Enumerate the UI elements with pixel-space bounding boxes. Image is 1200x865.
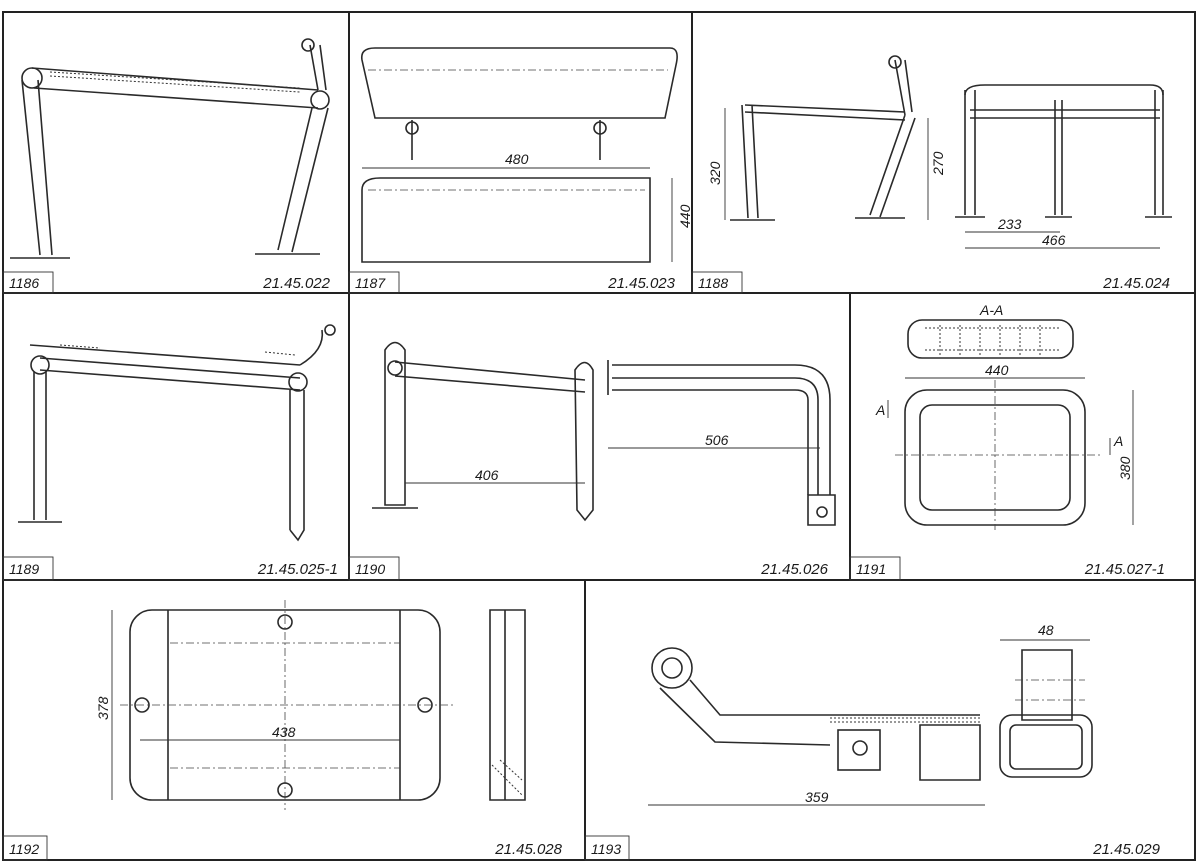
drawing-1189-frame-assembly [18, 324, 336, 542]
section-label-a-a: A-A [979, 302, 1003, 318]
panel-code-1188: 21.45.024 [1102, 275, 1170, 292]
panel-code-1193: 21.45.029 [1092, 841, 1160, 858]
dimension-438: 438 [272, 724, 296, 740]
panel-code-1192: 21.45.028 [494, 841, 562, 858]
drawing-1193-hinge-bracket [648, 639, 1093, 806]
drawing-1192-plate [111, 600, 526, 810]
panel-code-1191: 21.45.027-1 [1084, 561, 1165, 578]
drawing-1186-frame-assembly [10, 38, 330, 259]
panel-number-1192: 1192 [9, 841, 39, 857]
panel-number-1191: 1191 [856, 561, 886, 577]
panel-code-1189: 21.45.025-1 [257, 561, 338, 578]
panel-code-1190: 21.45.026 [760, 561, 828, 578]
panel-code-1187: 21.45.023 [607, 275, 675, 292]
dimension-466: 466 [1042, 232, 1066, 248]
panel-number-1193: 1193 [591, 841, 621, 857]
dimension-406: 406 [475, 467, 499, 483]
drawing-1188-frame-views [724, 55, 1172, 249]
dimension-233: 233 [997, 216, 1022, 232]
drawing-1187-seat-cushion [360, 47, 678, 263]
panel-code-1186: 21.45.022 [262, 275, 330, 292]
dimension-359: 359 [805, 789, 829, 805]
panel-number-1186: 1186 [9, 275, 39, 291]
panel-frames [2, 11, 1196, 861]
panel-number-1187: 1187 [355, 275, 386, 291]
dimension-506: 506 [705, 432, 729, 448]
dimension-270: 270 [930, 151, 946, 176]
panel-number-1190: 1190 [355, 561, 385, 577]
dimension-48: 48 [1038, 622, 1054, 638]
dimension-320: 320 [707, 161, 723, 185]
section-mark-a-left: A [875, 402, 885, 418]
dimension-440: 440 [677, 204, 693, 228]
dimension-378: 378 [95, 696, 111, 720]
section-mark-a-right: A [1113, 433, 1123, 449]
drawing-1191-backrest-frame [887, 319, 1134, 530]
dimension-380: 380 [1117, 456, 1133, 480]
dimension-440-frame: 440 [985, 362, 1009, 378]
drawing-1190-frame-parts [372, 341, 836, 526]
panel-number-1189: 1189 [9, 561, 39, 577]
dimension-480: 480 [505, 151, 529, 167]
panel-number-1188: 1188 [698, 275, 728, 291]
